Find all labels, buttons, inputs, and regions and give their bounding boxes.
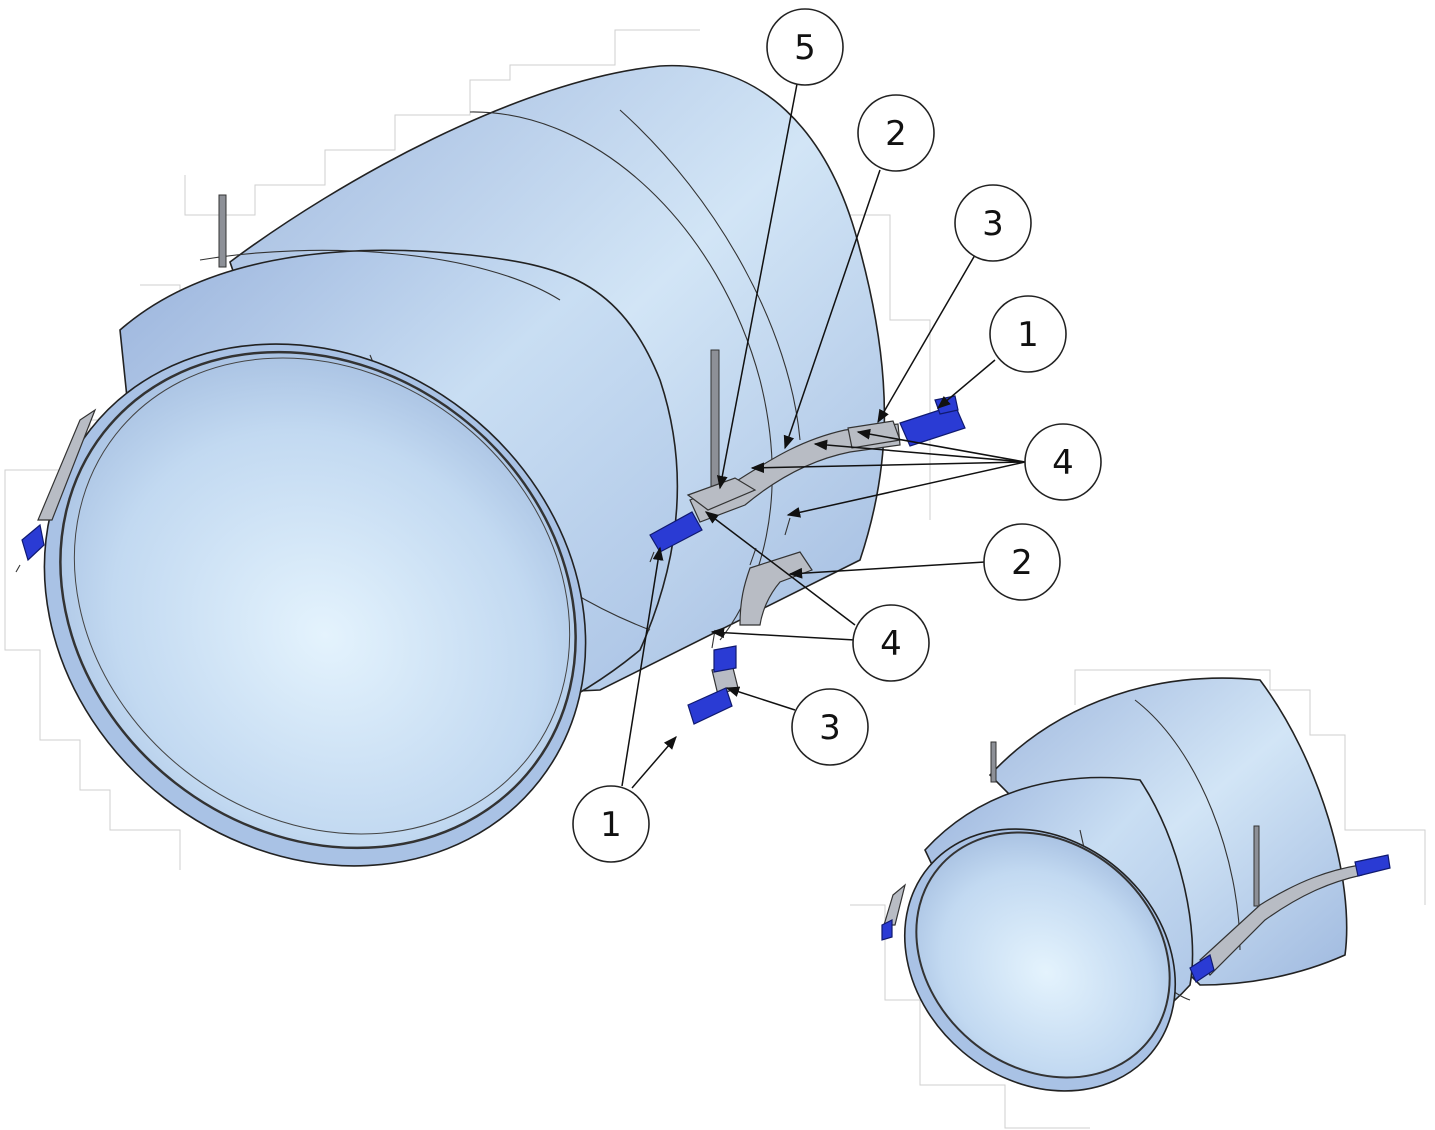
callout-label: 3 [819, 708, 841, 748]
callout-label: 2 [1011, 543, 1033, 583]
callout-label: 3 [982, 204, 1004, 244]
callout-1-bottom: 1 [572, 785, 650, 863]
callout-3-bottom: 3 [791, 688, 869, 766]
leader-lines [621, 83, 1026, 789]
callout-2-mid: 2 [983, 523, 1061, 601]
callout-3-top: 3 [954, 184, 1032, 262]
callout-label: 4 [1052, 443, 1074, 483]
callout-2-top: 2 [857, 94, 935, 172]
callout-5: 5 [766, 8, 844, 86]
callout-label: 4 [880, 624, 902, 664]
right-rail [899, 404, 966, 447]
small-duct-elbow [881, 677, 1391, 1092]
large-duct-elbow [15, 64, 886, 867]
callout-label: 2 [885, 114, 907, 154]
threaded-rod [710, 349, 720, 491]
callout-label: 5 [794, 28, 816, 68]
duct-opening [59, 350, 577, 850]
top-hanger-rod [218, 194, 227, 268]
small-duct-opening [915, 831, 1171, 1079]
lower-rail [687, 687, 733, 725]
left-rail [649, 511, 703, 553]
callout-label: 1 [1017, 315, 1039, 355]
callout-label: 1 [600, 805, 622, 845]
callout-4-mid: 4 [852, 604, 930, 682]
upper-strap-bracket [689, 423, 901, 523]
callout-1-right: 1 [989, 295, 1067, 373]
callout-4-right: 4 [1024, 423, 1102, 501]
